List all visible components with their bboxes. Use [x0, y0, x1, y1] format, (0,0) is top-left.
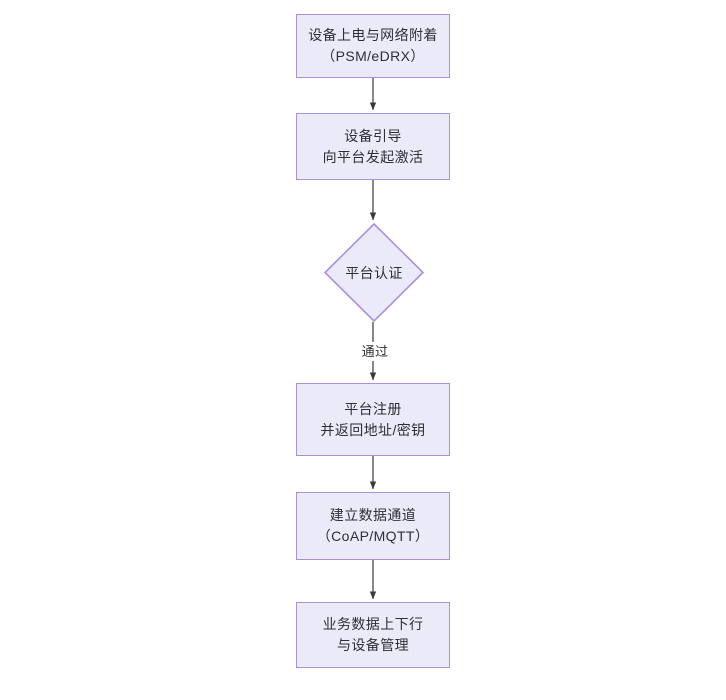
node-platform-register-line1: 平台注册 — [344, 400, 402, 417]
node-device-bootstrap[interactable]: 设备引导 向平台发起激活 — [296, 113, 450, 180]
node-platform-register[interactable]: 平台注册 并返回地址/密钥 — [296, 383, 450, 456]
node-platform-auth-decision[interactable]: 平台认证 — [324, 223, 424, 322]
node-establish-data-channel-line1: 建立数据通道 — [329, 507, 417, 523]
edge-label-pass: 通过 — [355, 342, 395, 361]
node-business-data-line1: 业务数据上下行 — [322, 616, 424, 632]
diamond-shape-icon — [324, 223, 424, 322]
node-establish-data-channel[interactable]: 建立数据通道 （CoAP/MQTT） — [296, 492, 450, 560]
node-device-power-on-line2: （PSM/eDRX） — [321, 48, 425, 64]
node-platform-register-line2: 并返回地址/密钥 — [320, 421, 426, 438]
node-business-data-line2: 与设备管理 — [337, 637, 409, 653]
node-device-power-on-line1: 设备上电与网络附着 — [308, 27, 438, 43]
node-device-power-on[interactable]: 设备上电与网络附着 （PSM/eDRX） — [296, 14, 450, 78]
node-device-bootstrap-line1: 设备引导 — [344, 127, 402, 144]
node-business-data-and-device-management[interactable]: 业务数据上下行 与设备管理 — [296, 602, 450, 668]
node-device-bootstrap-line2: 向平台发起激活 — [322, 148, 424, 165]
node-platform-auth-decision-label: 平台认证 — [345, 264, 403, 281]
node-establish-data-channel-line2: （CoAP/MQTT） — [316, 528, 430, 544]
